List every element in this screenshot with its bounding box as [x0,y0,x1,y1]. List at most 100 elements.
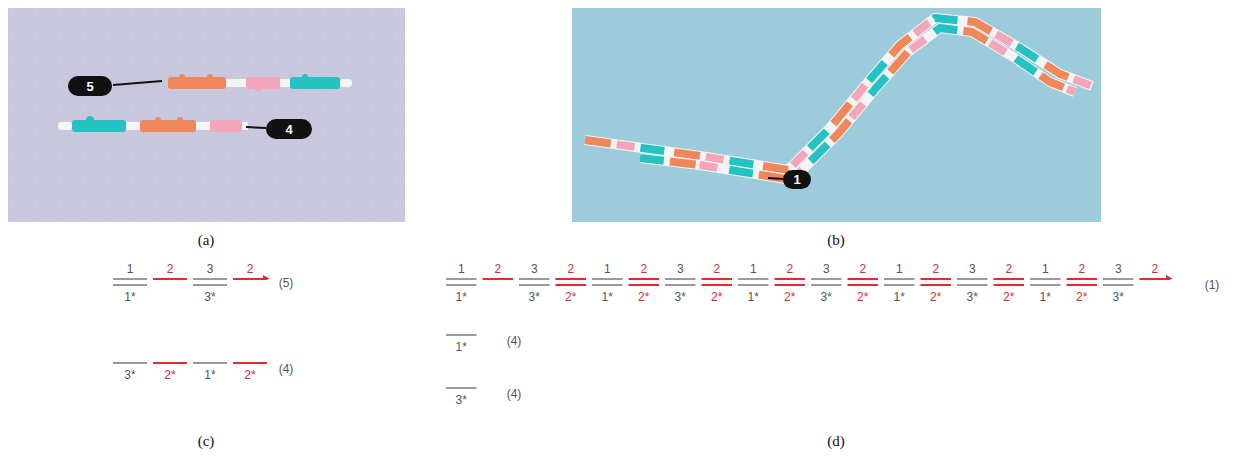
domain-label: (4) [279,362,294,376]
domain-line [994,284,1025,286]
domain-line [113,284,147,286]
domain-label: 1 [458,262,465,276]
domain-line [113,362,147,364]
domain-label: 2* [1076,290,1087,304]
domain-line [629,278,660,280]
callout-text: 1 [793,172,800,187]
domain-line [775,284,806,286]
screenshot-ground [572,8,1101,222]
domain-line [811,278,842,280]
domain-label: 2* [857,290,868,304]
domain-label: 1* [456,340,467,354]
panel-caption: (d) [827,433,845,450]
domain-line [113,278,147,280]
domain-line [811,284,842,286]
domain-line [629,284,660,286]
domain-line [702,284,733,286]
domain-label: (4) [507,334,522,348]
domain-label: 1 [604,262,611,276]
domain-label: 2* [164,368,175,382]
domain-label: 2* [711,290,722,304]
panel-caption: (c) [198,433,215,450]
domain-label: 3 [969,262,976,276]
domain-label: 1* [894,290,905,304]
domain-label: (4) [507,387,522,401]
domain-label: 1 [896,262,903,276]
callout-number: 4 [266,119,312,139]
domain-line [1067,278,1098,280]
domain-label: 3 [823,262,830,276]
domain-line [665,278,696,280]
leader-line [768,178,784,179]
strand-4-picture [58,116,248,132]
domain-label: 1* [204,368,215,382]
domain-line [233,362,267,364]
domain-line [957,284,988,286]
domain-line [153,278,187,280]
domain-line [193,362,227,364]
domain-line [556,284,587,286]
domain-label: 1 [127,262,134,276]
domain-label: 2 [713,262,720,276]
domain-label: 2 [1078,262,1085,276]
domain-label: (5) [279,276,294,290]
domain-label: 2 [786,262,793,276]
long-strand-picture [585,18,1092,180]
domain-line [446,334,477,336]
domain-label: 1* [456,290,467,304]
domain-line [193,278,227,280]
domain-line [193,284,227,286]
domain-line [1140,278,1171,280]
domain-label: 2* [1003,290,1014,304]
domain-line [775,278,806,280]
domain-label: 2 [1005,262,1012,276]
callout-number: 5 [68,76,112,96]
domain-line [1103,278,1134,280]
arrow-head [1166,275,1173,280]
domain-label: 1* [1040,290,1051,304]
domain-line [921,278,952,280]
domain-label: 3* [821,290,832,304]
domain-line [592,278,623,280]
domain-label: 1* [748,290,759,304]
domain-line [702,278,733,280]
domain-label: 3 [1115,262,1122,276]
domain-line [848,284,879,286]
domain-label: 2* [784,290,795,304]
domain-label: 1* [124,290,135,304]
domain-label: 1 [1042,262,1049,276]
domain-line [446,387,477,389]
domain-line [233,278,267,280]
panel-caption: (b) [827,232,845,249]
domain-line [153,362,187,364]
panel-caption: (a) [198,232,215,249]
domain-line [921,284,952,286]
callout-text: 4 [285,122,292,137]
domain-label: 3 [677,262,684,276]
leader-line [246,127,266,128]
domain-line [446,278,477,280]
domain-label: 2* [638,290,649,304]
domain-label: 2 [932,262,939,276]
domain-label: 1 [750,262,757,276]
domain-label: 3 [207,262,214,276]
domain-label: 2* [930,290,941,304]
domain-line [738,284,769,286]
domain-label: 3* [1113,290,1124,304]
domain-label: 1* [602,290,613,304]
callout-number: 1 [783,170,811,189]
strand-5-picture [168,74,352,92]
domain-line [556,278,587,280]
domain-line [1030,284,1061,286]
domain-line [1103,284,1134,286]
domain-line [994,278,1025,280]
domain-line [446,284,477,286]
domain-label: 3* [204,290,215,304]
domain-label: 2 [167,262,174,276]
domain-label: (1) [1205,278,1220,292]
domain-line [483,278,514,280]
domain-line [884,278,915,280]
domain-label: 3* [675,290,686,304]
